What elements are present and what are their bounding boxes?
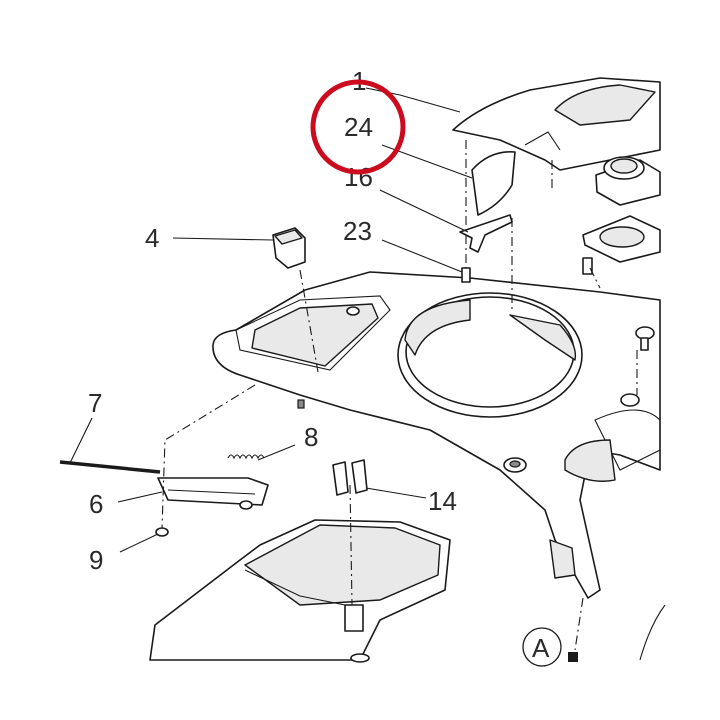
callout-24: 24 — [344, 112, 373, 142]
part-8-spring — [227, 454, 265, 460]
leader-lines — [69, 87, 473, 553]
callout-14: 14 — [428, 486, 457, 516]
screw-right-upper — [582, 257, 593, 275]
detail-arc — [639, 604, 666, 661]
part-7-rod — [59, 460, 161, 474]
callout-16: 16 — [344, 162, 373, 192]
highlight-ring — [310, 79, 406, 175]
screw-right-lower — [635, 326, 655, 351]
callout-8: 8 — [304, 422, 318, 452]
part-9-screw — [155, 527, 169, 537]
part-14-clips — [332, 459, 368, 496]
callout-A: A — [532, 633, 550, 663]
part-6-bracket — [157, 477, 269, 510]
motor-assembly — [582, 156, 661, 263]
assembly-guides — [161, 140, 638, 651]
part-16-lever — [459, 214, 513, 253]
screw-23 — [461, 267, 471, 283]
callout-9: 9 — [89, 545, 103, 575]
top-cover — [452, 77, 661, 171]
callout-6: 6 — [89, 489, 103, 519]
callout-4: 4 — [145, 223, 159, 253]
part-4-clip — [272, 227, 306, 269]
callout-labels: 1 24 16 23 4 7 8 6 9 14 A — [88, 66, 578, 667]
callout-23: 23 — [343, 216, 372, 246]
detail-marker-circle — [522, 627, 562, 667]
lower-tray — [149, 519, 451, 663]
callout-7: 7 — [88, 388, 102, 418]
deck-housing — [212, 271, 661, 599]
part-24-pad — [471, 151, 516, 216]
detail-marker-square — [568, 652, 578, 662]
